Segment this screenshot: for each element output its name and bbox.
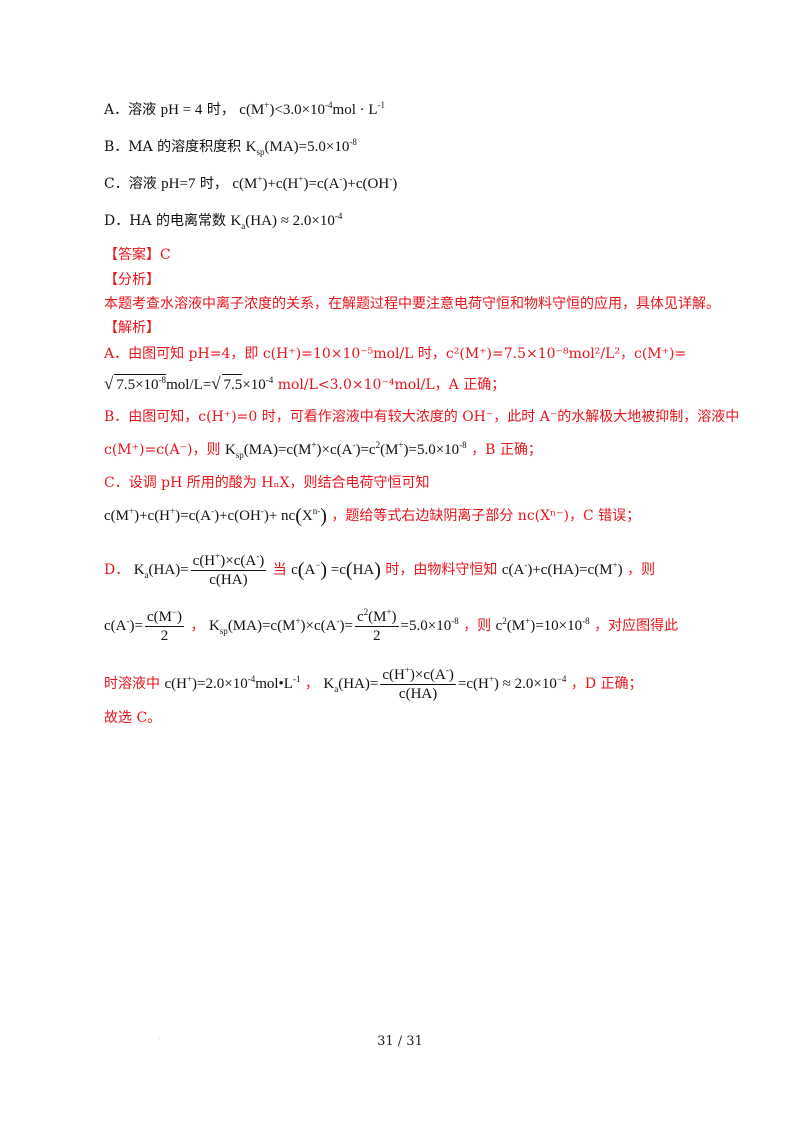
option-c: C．溶液 pH=7 时， c(M+)+c(H+)=c(A-)+c(OH-): [104, 174, 397, 194]
option-a: A．溶液 pH = 4 时， c(M+)<3.0×10-4mol · L-1: [104, 100, 385, 120]
option-a-label: A．溶液: [104, 102, 157, 118]
analysis-text: 本题考查水溶液中离子浓度的关系，在解题过程中要注意电荷守恒和物料守恒的应用，具体…: [104, 296, 720, 312]
page-dot: .: [158, 1034, 160, 1041]
explain-d-then: 时，由物料守恒知: [385, 561, 498, 578]
explain-b-line2: c(M⁺)=c(A⁻)，则 Ksp(MA)=c(M+)×c(A-)=c2(M+)…: [104, 440, 542, 460]
explain-d-ka-fraction: Ka(HA)=c(H+)×c(A-)c(HA): [133, 551, 267, 588]
explain-b-pre: c(M⁺)=c(A⁻)，则: [104, 442, 221, 458]
explain-b-tail: ，B 正确；: [471, 442, 542, 458]
explain-c-line1: C．设调 pH 所用的酸为 HₙX，则结合电荷守恒可知: [104, 475, 430, 491]
option-a-mid: 时，: [206, 102, 235, 118]
explain-d-when: 当: [272, 561, 287, 578]
analysis-label: 【分析】: [104, 272, 160, 288]
explain-d-line3: 时溶液中 c(H+)=2.0×10-4mol•L-1 ， Ka(HA)=c(H+…: [104, 666, 643, 703]
explain-d-then2: ，则: [463, 617, 492, 634]
explain-a-line1: A．由图可知 pH=4，即 c(H⁺)=10×10⁻⁵mol/L 时，c²(M⁺…: [104, 346, 687, 362]
answer-label: 【答案】: [104, 247, 160, 263]
option-c-ph: pH=7: [161, 176, 196, 192]
explain-d-ka-result: Ka(HA)=c(H+)×c(A-)c(HA)=c(H+) ≈ 2.0×10−4: [323, 665, 567, 703]
explain-d-ksp-fraction: Ksp(MA)=c(M+)×c(A-)=c2(M+)2=5.0×10-8: [208, 607, 459, 645]
explain-a-line2: √7.5×10-8mol/L=√7.5×10-4 mol/L<3.0×10⁻⁴m…: [104, 374, 505, 395]
explain-d-comma: ，: [190, 617, 205, 634]
explain-d-c2m: c2(M+)=10×10-8: [495, 615, 590, 634]
explain-d-line2: c(A-)=c(M−)2 ， Ksp(MA)=c(M+)×c(A-)=c2(M+…: [104, 608, 678, 645]
option-a-ph: pH = 4: [160, 102, 203, 118]
option-a-expr: c(M+)<3.0×10-4mol · L-1: [239, 100, 386, 119]
option-d-label: D．HA 的电离常数: [104, 213, 226, 229]
explain-c-tail: ，题给等式右边缺阴离子部分 nc(Xⁿ⁻)，C 错误；: [331, 508, 641, 524]
explain-d-equal-cond: c(A−) =c(HA): [291, 558, 381, 581]
explain-d-tail1: ，则: [627, 561, 656, 578]
sqrt-expression-1: √7.5×10-8mol/L=√7.5×10-4: [104, 374, 274, 393]
option-d-expr: Ka(HA) ≈ 2.0×10-4: [230, 211, 343, 231]
option-c-expr: c(M+)+c(H+)=c(A-)+c(OH-): [232, 174, 398, 193]
option-c-label: C．溶液: [104, 176, 157, 192]
explain-d-tail2: ，对应图得此: [594, 617, 679, 634]
conclusion: 故选 C。: [104, 710, 162, 726]
explain-d-ch: c(H+)=2.0×10-4mol•L-1: [164, 673, 301, 692]
page-number: 31 / 31: [377, 1034, 423, 1049]
explain-d-label: D．: [104, 561, 130, 578]
answer-line: 【答案】C: [104, 245, 171, 265]
option-b: B．MA 的溶度积度积 Ksp(MA)=5.0×10-8: [104, 137, 357, 157]
explain-label: 【解析】: [104, 320, 160, 336]
option-c-mid: 时，: [199, 176, 228, 192]
explain-c-line2: c(M+)+c(H+)=c(A-)+c(OH-)+ nc(Xn-) ，题给等式右…: [104, 506, 640, 526]
explain-d-mass-balance: c(A-)+c(HA)=c(M+): [501, 559, 623, 578]
option-b-label: B．MA 的溶度积度积: [104, 139, 242, 155]
explain-d-pre3: 时溶液中: [104, 675, 160, 692]
explain-d-tail3: ，D 正确；: [570, 675, 643, 692]
option-d: D．HA 的电离常数 Ka(HA) ≈ 2.0×10-4: [104, 211, 342, 231]
explain-b-ksp: Ksp(MA)=c(M+)×c(A-)=c2(M+)=5.0×10-8: [224, 440, 467, 460]
explain-d-line1: D． Ka(HA)=c(H+)×c(A-)c(HA) 当 c(A−) =c(HA…: [104, 552, 655, 589]
explain-a-tail: mol/L<3.0×10⁻⁴mol/L，A 正确；: [277, 377, 506, 393]
explain-c-expr: c(M+)+c(H+)=c(A-)+c(OH-)+ nc(Xn-): [104, 505, 327, 527]
explain-d-comma3: ，: [304, 675, 319, 692]
explain-b-line1: B．由图可知，c(H⁺)=0 时，可看作溶液中有较大浓度的 OH⁻，此时 A⁻的…: [104, 409, 740, 425]
option-b-expr: Ksp(MA)=5.0×10-8: [245, 137, 357, 157]
explain-d-ca-fraction: c(A-)=c(M−)2: [104, 607, 185, 644]
answer-value: C: [160, 247, 171, 263]
